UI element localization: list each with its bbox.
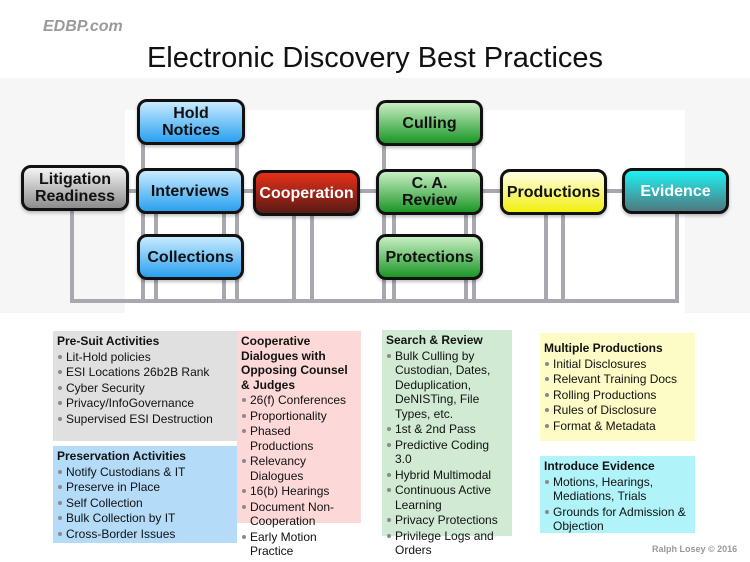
list-item: Rules of Disclosure <box>544 403 691 418</box>
list-item: 16(b) Hearings <box>241 484 357 499</box>
connector <box>561 212 565 301</box>
list-item: Bulk Culling by Custodian, Dates, Dedupl… <box>386 349 508 422</box>
bullet-list: Bulk Culling by Custodian, Dates, Dedupl… <box>386 349 508 558</box>
list-item: Motions, Hearings, Mediations, Trials <box>544 475 691 504</box>
node-cooperation: Cooperation <box>253 170 360 216</box>
list-item: Preserve in Place <box>57 480 233 495</box>
list-item: Relevant Training Docs <box>544 372 691 387</box>
node-collections: Collections <box>137 234 244 280</box>
list-item: Privacy Protections <box>386 513 508 528</box>
node-protections: Protections <box>376 234 483 280</box>
connector <box>544 212 548 301</box>
list-item: Document Non-Cooperation <box>241 500 357 529</box>
connector <box>235 142 239 301</box>
connector-main <box>125 189 625 193</box>
node-hold-notices: Hold Notices <box>137 99 245 145</box>
list-item: Early Motion Practice <box>241 530 357 559</box>
panel-title: Search & Review <box>386 333 483 347</box>
list-item: Rolling Productions <box>544 388 691 403</box>
connector <box>675 211 679 301</box>
credit: Ralph Losey © 2016 <box>652 544 738 554</box>
panel-title: Cooperative Dialogues with Opposing Coun… <box>241 334 348 392</box>
list-item: Cyber Security <box>57 381 233 396</box>
site-logo: EDBP.com <box>43 18 123 35</box>
list-item: Grounds for Admission & Objection <box>544 505 691 534</box>
connector <box>310 213 314 301</box>
panel-title: Multiple Productions <box>544 341 663 355</box>
page-title: Electronic Discovery Best Practices <box>146 42 604 74</box>
node-evidence: Evidence <box>622 168 729 214</box>
list-item: Relevancy Dialogues <box>241 454 357 483</box>
list-item: ESI Locations 26b2B Rank <box>57 365 233 380</box>
list-item: Lit-Hold policies <box>57 350 233 365</box>
list-item: Phased Productions <box>241 424 357 453</box>
list-item: Hybrid Multimodal <box>386 468 508 483</box>
node-productions: Productions <box>500 169 607 215</box>
list-item: Proportionality <box>241 409 357 424</box>
list-item: 26(f) Conferences <box>241 393 357 408</box>
connector <box>472 143 476 301</box>
connector <box>141 142 145 301</box>
connector <box>292 213 296 301</box>
node-litigation-readiness: Litigation Readiness <box>21 165 129 211</box>
list-item: Format & Metadata <box>544 419 691 434</box>
list-item: Predictive Coding 3.0 <box>386 438 508 467</box>
panel-title: Preservation Activities <box>57 449 186 463</box>
list-item: Privacy/InfoGovernance <box>57 396 233 411</box>
list-item: Notify Custodians & IT <box>57 465 233 480</box>
panel-cooperative: Cooperative Dialogues with Opposing Coun… <box>237 331 361 558</box>
panel-title: Introduce Evidence <box>544 459 655 473</box>
connector <box>382 143 386 301</box>
list-item: Supervised ESI Destruction <box>57 412 233 427</box>
node-interviews: Interviews <box>136 168 244 214</box>
list-item: Self Collection <box>57 496 233 511</box>
node-ca-review: C. A. Review <box>376 169 483 215</box>
list-item: Privilege Logs and Orders <box>386 529 508 558</box>
list-item: Initial Disclosures <box>544 357 691 372</box>
list-item: Cross-Border Issues <box>57 527 233 542</box>
connector-bottom <box>70 299 679 303</box>
node-culling: Culling <box>376 100 483 146</box>
list-item: Continuous Active Learning <box>386 483 508 512</box>
list-item: Bulk Collection by IT <box>57 511 233 526</box>
panel-title: Pre-Suit Activities <box>57 334 160 348</box>
list-item: 1st & 2nd Pass <box>386 422 508 437</box>
connector <box>70 208 74 301</box>
